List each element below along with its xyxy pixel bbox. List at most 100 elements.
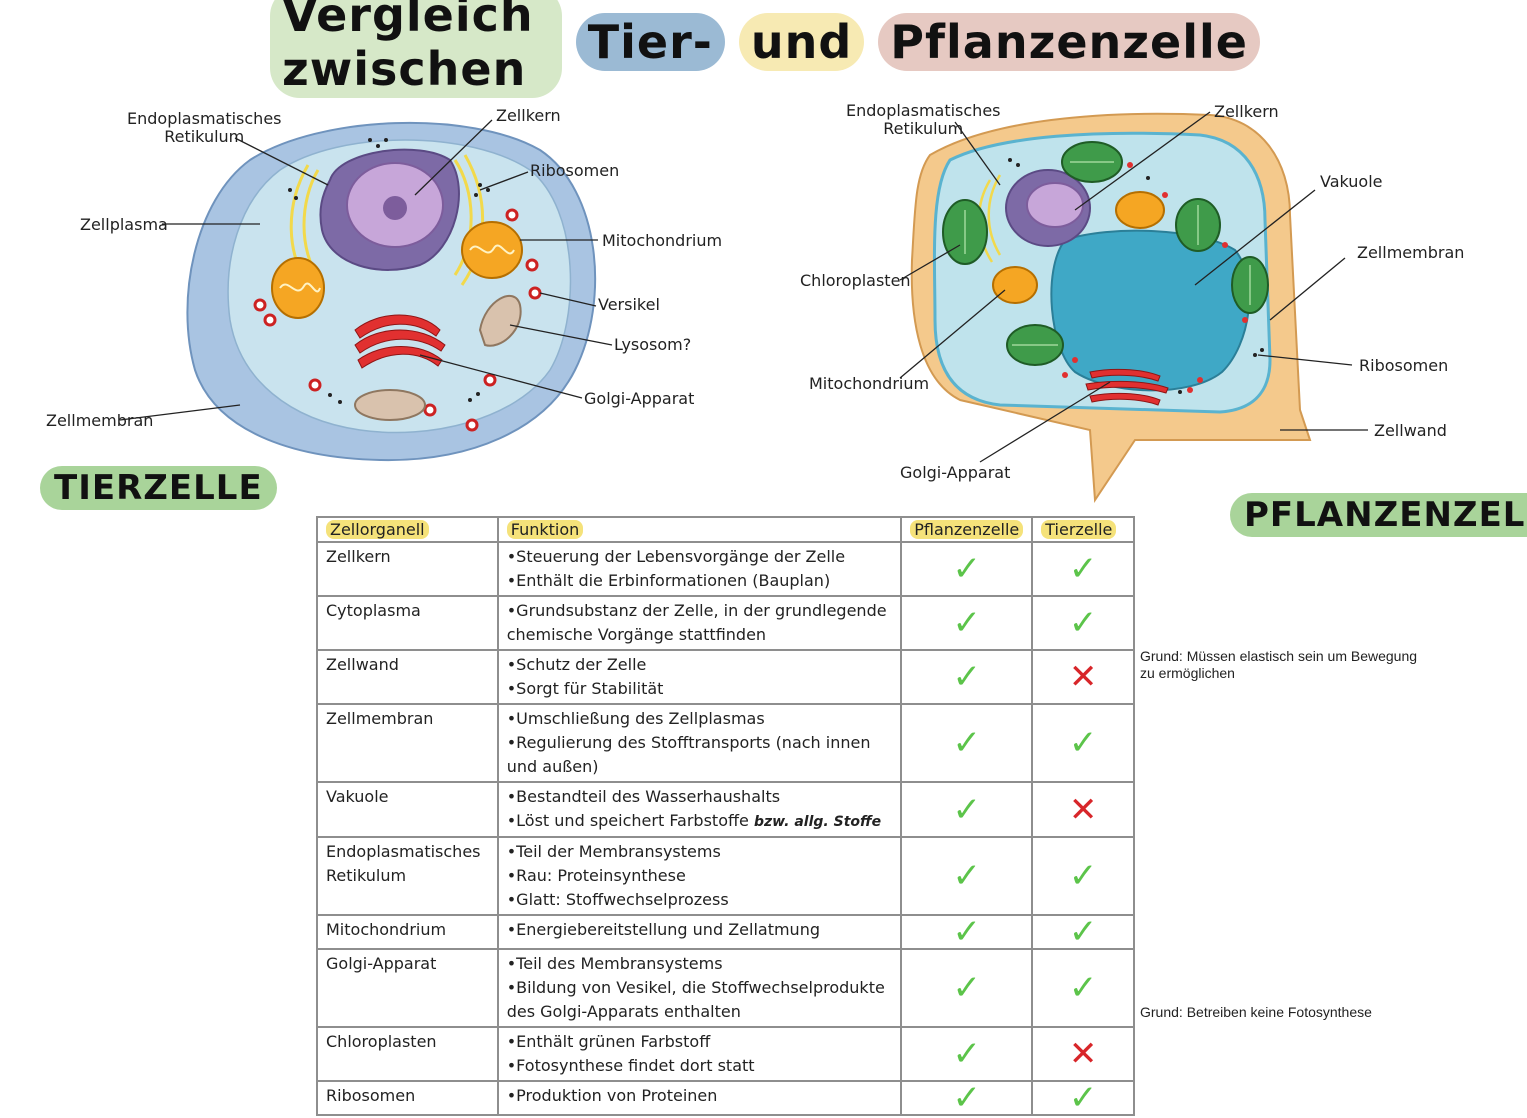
function-line: •Enthält die Erbinformationen (Bauplan): [506, 571, 831, 590]
function-line: •Sorgt für Stabilität: [506, 679, 664, 698]
organelle-function: •Schutz der Zelle •Sorgt für Stabilität: [496, 649, 903, 705]
plant-label-er: Endoplasmatisches Retikulum: [846, 101, 1001, 138]
function-line: •Bildung von Vesikel, die Stoffwechselpr…: [506, 978, 885, 997]
table-row: Ribosomen •Produktion von Proteinen ✓✓: [316, 1080, 1135, 1116]
title-part-4: Pflanzenzelle: [878, 13, 1260, 71]
table-row: Mitochondrium •Energiebereitstellung und …: [316, 914, 1135, 950]
plant-ribosome-dots: [1008, 158, 1264, 394]
check-icon: ✓: [900, 649, 1034, 705]
organelle-function: •Grundsubstanz der Zelle, in der grundle…: [496, 595, 903, 651]
title-part-1: Vergleich zwischen: [270, 0, 562, 98]
check-icon: ✓: [900, 1080, 1034, 1116]
title-part-2: Tier-: [575, 13, 725, 71]
animal-label-nucleus: Zellkern: [496, 106, 561, 125]
header-organelle: Zellorganell: [316, 516, 499, 543]
organelle-name: Chloroplasten: [316, 1026, 499, 1082]
animal-golgi-shape: [354, 314, 446, 369]
function-line: •Teil des Membransystems: [506, 954, 723, 973]
function-line: chemische Vorgänge stattfinden: [506, 625, 767, 644]
animal-label-vesicle: Versikel: [598, 295, 660, 314]
check-icon: ✓: [900, 595, 1034, 651]
function-line: •Fotosynthese findet dort statt: [506, 1056, 755, 1075]
table-row: Vakuole•Bestandteil des Wasserhaushalts•…: [316, 781, 1135, 838]
organelle-name: Mitochondrium: [316, 914, 499, 950]
plant-label-membrane: Zellmembran: [1357, 243, 1465, 262]
plant-cell-badge: PFLANZENZELLE: [1230, 493, 1527, 537]
page-title: Vergleich zwischen Tier- und Pflanzenzel…: [270, 0, 1260, 98]
table-header-row: Zellorganell Funktion Pflanzenzelle Tier…: [316, 516, 1135, 543]
function-line: •Produktion von Proteinen: [506, 1086, 718, 1105]
function-line: des Golgi-Apparats enthalten: [506, 1002, 741, 1021]
animal-cell-badge: TIERZELLE: [40, 466, 277, 510]
animal-lysosome-shape-2: [354, 389, 426, 421]
organelle-function: •Teil des Membransystems •Bildung von Ves…: [496, 948, 903, 1028]
organelle-function: •Energiebereitstellung und Zellatmung: [496, 914, 903, 950]
animal-label-membrane: Zellmembran: [46, 411, 154, 430]
plant-nucleus-shape: [1026, 182, 1084, 228]
comparison-table: Zellorganell Funktion Pflanzenzelle Tier…: [316, 516, 1135, 1116]
animal-label-cytoplasm: Zellplasma: [80, 215, 168, 234]
plant-cell-illustration: [899, 111, 1368, 503]
check-icon: ✓: [1031, 595, 1135, 651]
function-line: •Bestandteil des Wasserhaushalts: [506, 787, 781, 806]
check-icon: ✓: [900, 703, 1034, 783]
note-chloroplasten: Grund: Betreiben keine Fotosynthese: [1140, 1004, 1372, 1020]
function-line: •Rau: Proteinsynthese: [506, 866, 686, 885]
table-row: Zellmembran•Umschließung des Zellplasmas…: [316, 703, 1135, 783]
header-function: Funktion: [496, 516, 903, 543]
animal-nucleolus-shape: [383, 196, 407, 220]
check-icon: ✓: [900, 781, 1034, 838]
header-animal-label: Tierzelle: [1041, 520, 1117, 539]
title-part-3: und: [738, 13, 865, 71]
function-line: •Schutz der Zelle: [506, 655, 647, 674]
header-plant-label: Pflanzenzelle: [910, 520, 1024, 539]
cell-illustrations: [119, 111, 1368, 503]
organelle-name: Zellmembran: [316, 703, 499, 783]
organelle-name: Zellkern: [316, 541, 499, 597]
check-icon: ✓: [1031, 836, 1135, 916]
check-icon: ✓: [1031, 703, 1135, 783]
check-icon: ✓: [1031, 1080, 1135, 1116]
animal-label-er: Endoplasmatisches Retikulum: [127, 109, 282, 146]
table-row: Endoplasmatisches Retikulum•Teil der Mem…: [316, 836, 1135, 916]
animal-cell-illustration: [119, 119, 613, 462]
plant-vacuole-shape: [1050, 229, 1251, 392]
check-icon: ✓: [900, 836, 1034, 916]
plant-mitochondria-shapes: [992, 191, 1165, 304]
plant-label-chloroplasts: Chloroplasten: [800, 271, 911, 290]
plant-label-vacuole: Vakuole: [1320, 172, 1383, 191]
plant-label-nucleus: Zellkern: [1214, 102, 1279, 121]
plant-vesicle-dots: [1062, 162, 1248, 393]
function-line: •Glatt: Stoffwechselprozess: [506, 890, 729, 909]
organelle-function: •Umschließung des Zellplasmas•Regulierun…: [496, 703, 903, 783]
check-icon: ✓: [1031, 948, 1135, 1028]
cross-icon: ✕: [1031, 781, 1135, 838]
table-row: Golgi-Apparat •Teil des Membransystems •Bi…: [316, 948, 1135, 1028]
animal-cytoplasm-shape: [227, 139, 572, 434]
organelle-name: Golgi-Apparat: [316, 948, 499, 1028]
header-function-label: Funktion: [506, 520, 584, 539]
note-zellwand: Grund: Müssen elastisch sein um Bewegung…: [1140, 648, 1418, 681]
animal-mitochondria-shapes: [271, 221, 523, 319]
plant-label-ribosomes: Ribosomen: [1359, 356, 1449, 375]
check-icon: ✓: [1031, 541, 1135, 597]
function-line: •Energiebereitstellung und Zellatmung: [506, 920, 820, 939]
function-line: •Löst und speichert Farbstoffe bzw. allg…: [507, 809, 893, 834]
table-row: Cytoplasma•Grundsubstanz der Zelle, in d…: [316, 595, 1135, 651]
animal-label-lysosome: Lysosom?: [614, 335, 692, 354]
table-row: Zellkern•Steuerung der Lebensvorgänge de…: [316, 541, 1135, 597]
organelle-function: •Produktion von Proteinen: [496, 1080, 903, 1116]
plant-chloroplast-inner: [964, 161, 1251, 346]
plant-golgi-shape: [1085, 368, 1169, 406]
function-line: •Steuerung der Lebensvorgänge der Zelle: [506, 547, 846, 566]
function-line: •Regulierung des Stofftransports (nach i…: [506, 733, 871, 752]
check-icon: ✓: [900, 948, 1034, 1028]
cross-icon: ✕: [1031, 1026, 1135, 1082]
handwritten-note: bzw. allg. Stoffe: [753, 814, 882, 830]
organelle-function: •Enthält grünen Farbstoff•Fotosynthese f…: [496, 1026, 903, 1082]
animal-vesicle-shapes: [253, 208, 542, 432]
animal-label-ribosomes: Ribosomen: [530, 161, 620, 180]
organelle-function: •Steuerung der Lebensvorgänge der Zelle •…: [496, 541, 903, 597]
organelle-name: Ribosomen: [316, 1080, 499, 1116]
organelle-function: •Teil der Membransystems•Rau: Proteinsyn…: [496, 836, 903, 916]
